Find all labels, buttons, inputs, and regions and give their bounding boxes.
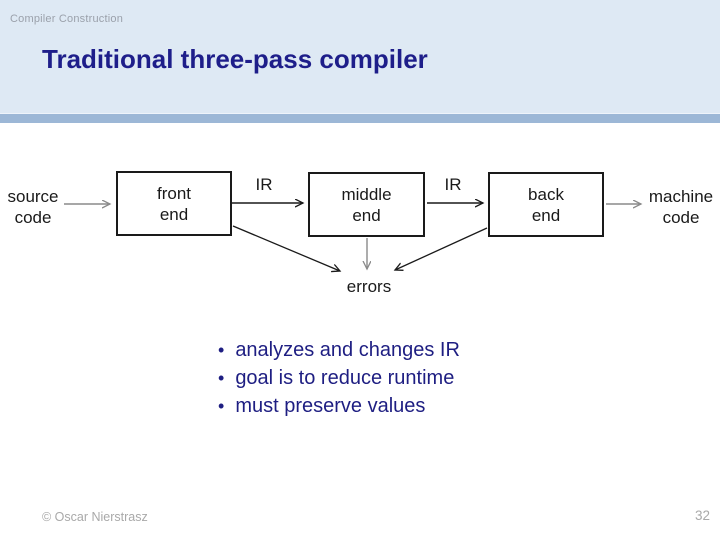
front-end-line1: front [156, 183, 192, 203]
copyright-label: © Oscar Nierstrasz [42, 510, 148, 524]
errors-label: errors [346, 277, 392, 296]
back-end-line2: end [531, 205, 561, 225]
machine-code-label: machine code [646, 186, 716, 228]
bullet-marker: • [218, 368, 225, 388]
bullet-item: • goal is to reduce runtime [218, 364, 460, 392]
middle-end-line1: middle [341, 184, 392, 204]
middle-end-line2: end [352, 205, 381, 225]
machine-code-line1: machine [648, 187, 714, 206]
bullet-item: • must preserve values [218, 392, 460, 420]
bullet-text: analyzes and changes IR [235, 339, 460, 361]
header-divider [0, 113, 720, 123]
page-title: Traditional three-pass compiler [42, 44, 428, 74]
back-end-line1: back [528, 184, 564, 204]
source-code-label: source code [2, 186, 64, 228]
ir-label-front-middle: IR [255, 175, 273, 194]
middle-end-box: middle end [308, 172, 425, 237]
back-end-box: back end [488, 172, 604, 237]
source-code-line2: code [14, 208, 52, 227]
ir-label-middle-back: IR [444, 175, 462, 194]
bullet-text: must preserve values [235, 395, 426, 417]
front-end-box: front end [116, 171, 232, 236]
bullet-list: • analyzes and changes IR • goal is to r… [218, 336, 460, 420]
slide-header: Compiler Construction Traditional three-… [0, 0, 720, 113]
bullet-marker: • [218, 340, 225, 360]
bullet-item: • analyzes and changes IR [218, 336, 460, 364]
course-label: Compiler Construction [10, 13, 124, 25]
bullet-text: goal is to reduce runtime [235, 367, 455, 389]
front-end-line2: end [159, 204, 189, 224]
source-code-line1: source [7, 187, 59, 206]
bullet-marker: • [218, 396, 225, 416]
page-number: 32 [694, 508, 710, 523]
machine-code-line2: code [662, 208, 700, 227]
